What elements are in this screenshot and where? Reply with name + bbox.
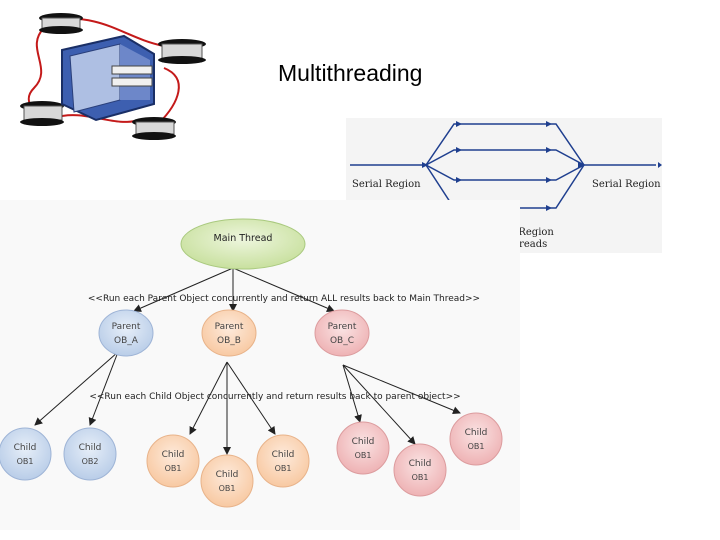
slide-title: Multithreading — [278, 60, 423, 86]
child-6-line2: OB1 — [355, 451, 372, 460]
parent-node-c: Parent OB_C — [314, 309, 370, 357]
child-8-line2: OB1 — [468, 442, 485, 451]
parent-a-line1: Parent — [112, 322, 141, 332]
child-node-4: Child OB1 — [200, 454, 254, 508]
parent-a-line2: OB_A — [114, 336, 139, 346]
main-thread-node — [180, 218, 306, 270]
main-thread-label: Main Thread — [214, 233, 273, 244]
child-node-8: Child OB1 — [449, 412, 503, 466]
parent-b-line2: OB_B — [217, 336, 241, 346]
child-node-6: Child OB1 — [336, 421, 390, 475]
fork-right-label: Serial Region — [592, 179, 661, 190]
child-node-1: Child OB1 — [0, 427, 52, 481]
child-5-line2: OB1 — [275, 464, 292, 473]
child-1-line2: OB1 — [17, 457, 34, 466]
parent-b-line1: Parent — [215, 322, 244, 332]
child-node-2: Child OB2 — [63, 427, 117, 481]
child-7-line2: OB1 — [412, 473, 429, 482]
child-4-line2: OB1 — [219, 484, 236, 493]
child-node-5: Child OB1 — [256, 434, 310, 488]
child-8-line1: Child — [465, 428, 488, 438]
banner-top: <<Run each Parent Object concurrently an… — [88, 294, 480, 304]
child-node-3: Child OB1 — [146, 434, 200, 488]
fork-left-label: Serial Region — [352, 179, 421, 190]
parent-c-line1: Parent — [328, 322, 357, 332]
child-4-line1: Child — [216, 470, 239, 480]
child-5-line1: Child — [272, 450, 295, 460]
child-3-line2: OB1 — [165, 464, 182, 473]
server-clipart-icon — [20, 13, 206, 140]
parent-node-b: Parent OB_B — [201, 309, 257, 357]
child-3-line1: Child — [162, 450, 185, 460]
child-7-line1: Child — [409, 459, 432, 469]
banner-mid: <<Run each Child Object concurrently and… — [89, 392, 460, 402]
child-6-line1: Child — [352, 437, 375, 447]
parent-c-line2: OB_C — [330, 336, 354, 346]
child-2-line2: OB2 — [82, 457, 99, 466]
child-1-line1: Child — [14, 443, 37, 453]
parent-node-a: Parent OB_A — [98, 309, 154, 357]
child-node-7: Child OB1 — [393, 443, 447, 497]
child-2-line1: Child — [79, 443, 102, 453]
